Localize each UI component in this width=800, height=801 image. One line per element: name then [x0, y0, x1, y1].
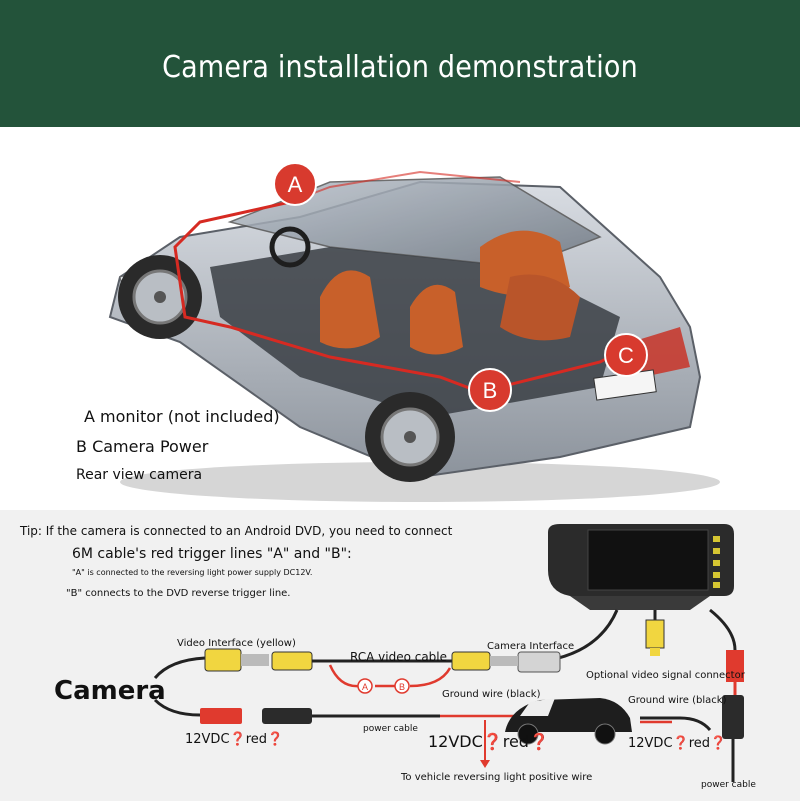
tip-line-2: 6M cable's red trigger lines "A" and "B"…: [72, 546, 352, 562]
wiring-diagram-panel: A B Tip: If the camera is connected to a…: [0, 510, 800, 801]
legend-c: Rear view camera: [76, 467, 203, 483]
black-power-jack: [262, 708, 312, 724]
ground-wire-label-2: Ground wire (black): [628, 695, 727, 706]
optional-video-label: Optional video signal connector: [586, 670, 745, 681]
car-silhouette: [505, 698, 632, 745]
marker-c-circle: [604, 333, 648, 377]
power-cable-label-2: power cable: [701, 780, 756, 790]
legend-b: B Camera Power: [76, 437, 209, 456]
camera-interface-label: Camera Interface: [487, 641, 575, 652]
yellow-connector-right: [271, 651, 313, 671]
reversing-light-label: To vehicle reversing light positive wire: [401, 772, 593, 783]
trigger-b-circle: [394, 678, 410, 694]
monitor: [548, 524, 734, 610]
tip-line-1: Tip: If the camera is connected to an An…: [20, 524, 453, 538]
marker-c: C: [618, 343, 634, 368]
rca-cable-label: RCA video cable: [350, 650, 448, 664]
gray-connector: [517, 651, 561, 673]
dc-label-1: 12VDC❓red❓: [185, 732, 284, 747]
marker-b: B: [483, 378, 498, 403]
rear-seat-2: [500, 274, 580, 341]
monitor-to-camera-interface: [549, 609, 619, 662]
legend-a: A monitor (not included): [84, 407, 280, 426]
right-ground-wire: [640, 716, 712, 732]
header-banner: Camera installation demonstration: [0, 0, 800, 127]
front-seat-2: [410, 284, 463, 355]
dc-label-2: 12VDC❓red❓: [428, 732, 549, 751]
wiring-illustration: A B: [153, 524, 744, 782]
tip-note-a: "A" is connected to the reversing light …: [72, 568, 313, 577]
yellow-connector-left: [204, 648, 242, 672]
marker-a-circle: [273, 162, 317, 206]
marker-a-small: A: [362, 682, 368, 692]
front-wheel: [118, 255, 202, 339]
dc-label-3: 12VDC❓red❓: [628, 736, 727, 751]
trigger-wire-b: [375, 667, 452, 688]
rear-wheel: [365, 392, 455, 482]
page-title: Camera installation demonstration: [162, 50, 638, 85]
right-black-jack: [722, 695, 744, 739]
marker-b-small: B: [399, 682, 405, 692]
yellow-connector-3: [451, 651, 491, 671]
camera-video-cable: [153, 656, 206, 680]
car-cutaway-illustration: A B C: [108, 162, 720, 502]
camera-cable-route: [173, 200, 621, 394]
video-interface-label: Video Interface (yellow): [177, 638, 296, 649]
front-seat: [320, 270, 380, 349]
ground-wire-label-1: Ground wire (black): [442, 689, 541, 700]
monitor-red-connector: [726, 650, 744, 682]
trigger-a-circle: [357, 678, 373, 694]
marker-a: A: [288, 172, 303, 197]
trigger-wire-a: [328, 664, 361, 688]
camera-label: Camera: [54, 676, 166, 706]
car-diagram-panel: A B C A monitor (not included) B Camera …: [0, 127, 800, 510]
monitor-power-cable: [709, 608, 737, 651]
car-shadow: [120, 462, 720, 502]
optional-video-connector: [645, 619, 665, 649]
tip-note-b: "B" connects to the DVD reverse trigger …: [66, 588, 291, 599]
power-cable-label-1: power cable: [363, 724, 418, 734]
steering-wheel: [269, 226, 311, 268]
red-power-connector: [200, 708, 242, 724]
camera-power-cable: [153, 698, 201, 717]
marker-b-circle: [468, 368, 512, 412]
